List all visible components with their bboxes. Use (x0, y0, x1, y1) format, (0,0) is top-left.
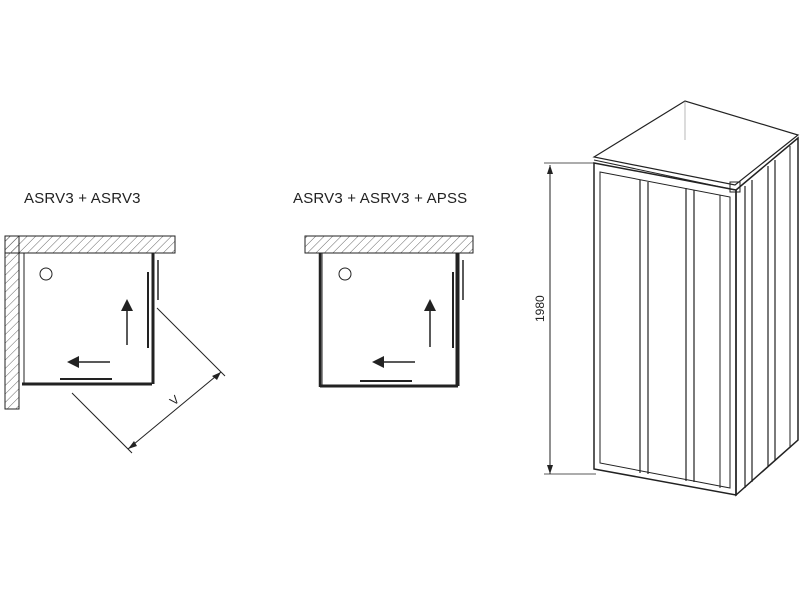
config-label-left: ASRV3 + ASRV3 (24, 190, 141, 207)
config-label-middle: ASRV3 + ASRV3 + APSS (293, 190, 468, 207)
top-wall (4, 235, 176, 254)
shower-tray (321, 252, 457, 386)
diagonal-dimension-line (127, 371, 222, 450)
height-dimension-label: 1980 (533, 295, 547, 322)
top-wall (304, 235, 474, 254)
enclosure-3d-view: 1980 (533, 100, 800, 497)
plan-view-with-side-wall (304, 235, 474, 388)
left-wall (4, 235, 20, 410)
drain-icon (338, 267, 352, 281)
drain-icon (39, 267, 53, 281)
plan-view-corner: V (4, 235, 226, 454)
